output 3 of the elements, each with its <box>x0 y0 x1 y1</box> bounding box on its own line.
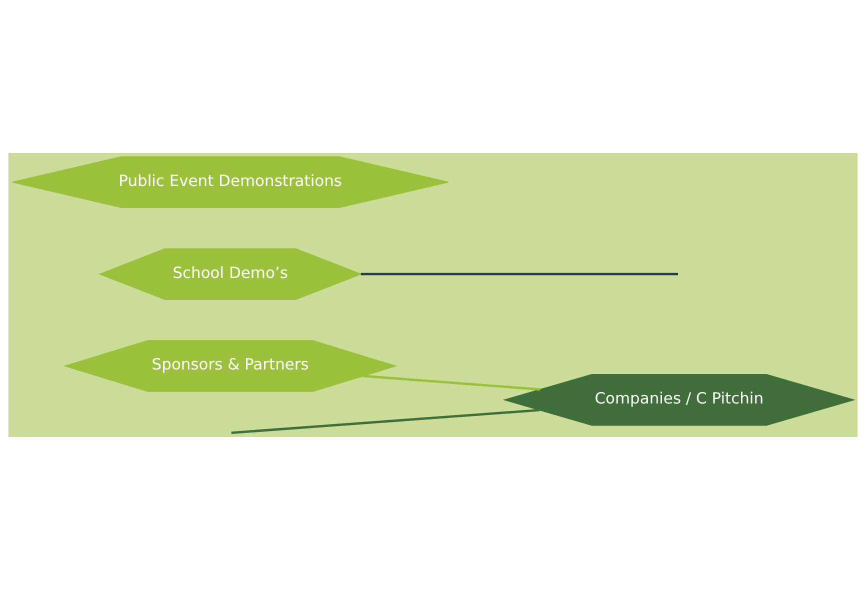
connector <box>231 408 540 434</box>
connector <box>360 272 678 275</box>
connector <box>363 374 540 390</box>
